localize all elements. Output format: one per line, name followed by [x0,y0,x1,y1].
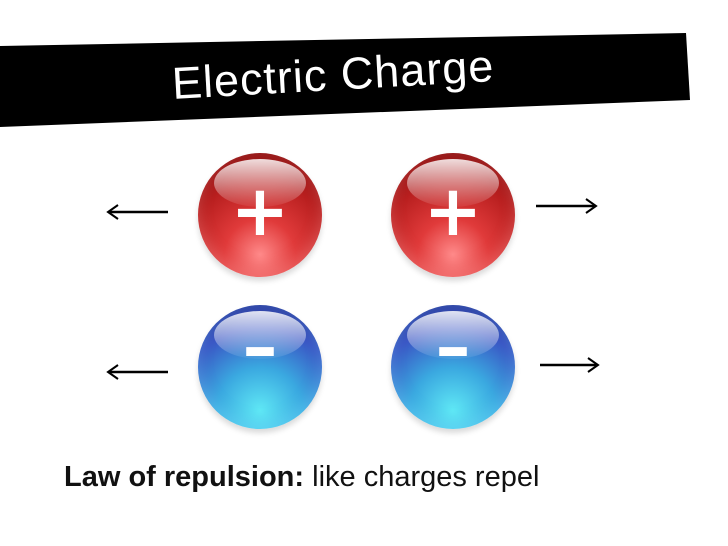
positive-charge-left: + [198,153,322,277]
caption-text: like charges repel [312,461,540,493]
arrow-right-icon [536,198,598,214]
plus-sign: + [423,170,483,252]
arrow-left-icon [106,364,168,380]
minus-sign: – [435,306,471,388]
positive-charge-right: + [391,153,515,277]
caption: Law of repulsion: like charges repel [64,461,539,494]
caption-law: Law of repulsion: [64,461,305,493]
title-banner [0,33,690,127]
plus-sign: + [230,170,290,252]
arrow-right-icon [540,357,600,373]
arrow-left-icon [106,204,168,220]
minus-sign: – [242,306,278,388]
negative-charge-right: – [391,305,515,429]
negative-charge-left: – [198,305,322,429]
